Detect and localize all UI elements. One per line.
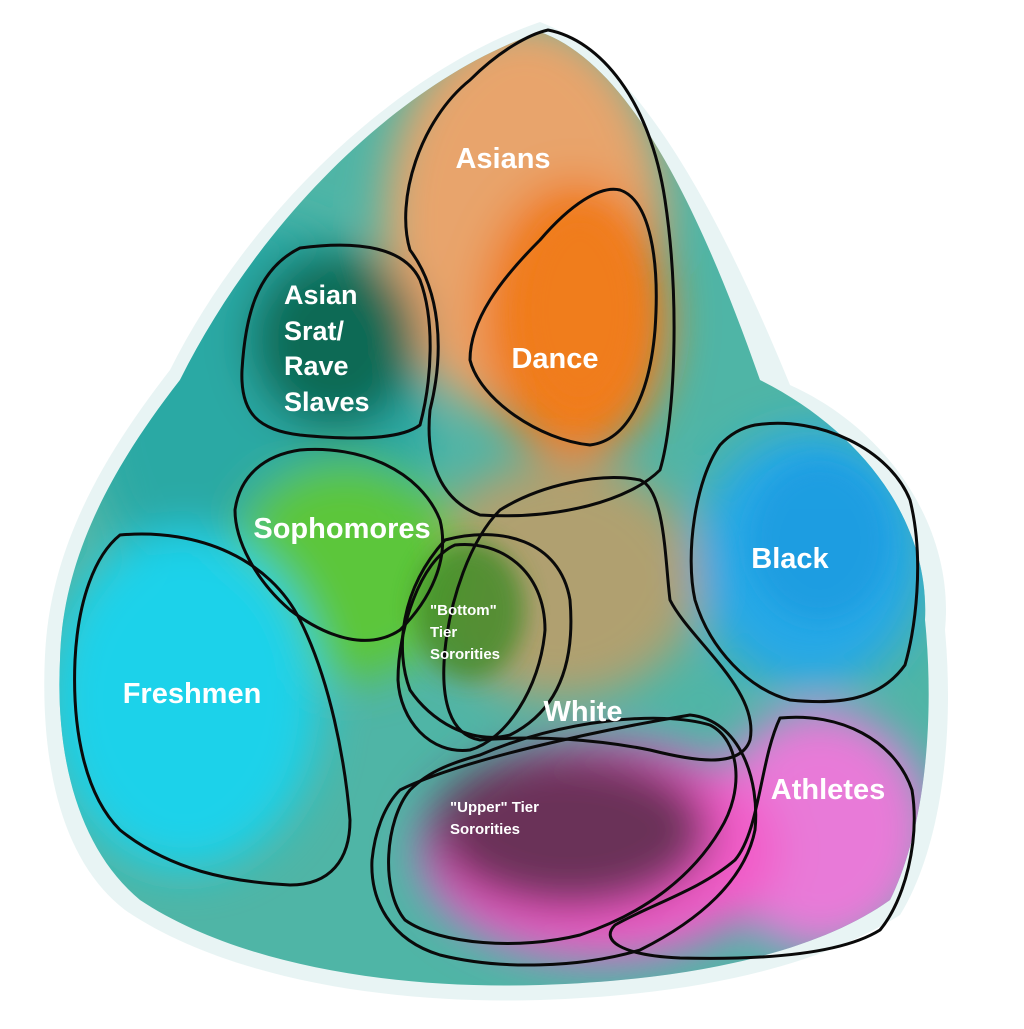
label-white: White [544,696,623,728]
label-asian-srat-line1: Asian [284,280,358,310]
athletes-outline [608,715,916,960]
sophomores-outline [233,447,445,642]
label-sophomores: Sophomores [253,513,430,545]
label-black: Black [751,543,829,575]
upper-tier-outline [387,716,738,945]
label-asians: Asians [455,143,550,175]
label-athletes: Athletes [771,774,885,806]
freshmen-region [59,530,320,870]
bottom-tier-outline-2 [396,542,547,752]
bottom-tier-core [415,540,525,680]
label-upper-tier-line1: "Upper" Tier [450,799,539,816]
label-asian-srat-line4: Slaves [284,387,370,417]
label-asian-srat-line2: Srat/ [284,316,345,346]
label-bottom-tier-line2: Tier [430,624,457,641]
black-outline [689,421,920,704]
label-upper-tier-line2: Sororities [450,821,520,838]
asian-srat-outline [240,243,432,440]
label-freshmen: Freshmen [123,678,262,710]
community-outlines [73,28,920,967]
upper-sororities-region [430,750,710,910]
white-outline [442,476,753,762]
dance-outline [468,187,658,447]
black-core [750,460,890,620]
asian-srat-region [250,250,420,430]
freshmen-outline [73,532,352,887]
dance-core [520,210,640,410]
label-asian-srat-line3: Rave [284,351,349,381]
label-bottom-tier-line3: Sororities [430,646,500,663]
asians-outline [404,28,676,518]
label-bottom-tier-line1: "Bottom" [430,602,497,619]
outer-pink-outline [370,713,758,967]
label-dance: Dance [511,343,598,375]
community-labels: Asians Dance Asian Srat/ Rave Slaves Sop… [123,143,886,838]
